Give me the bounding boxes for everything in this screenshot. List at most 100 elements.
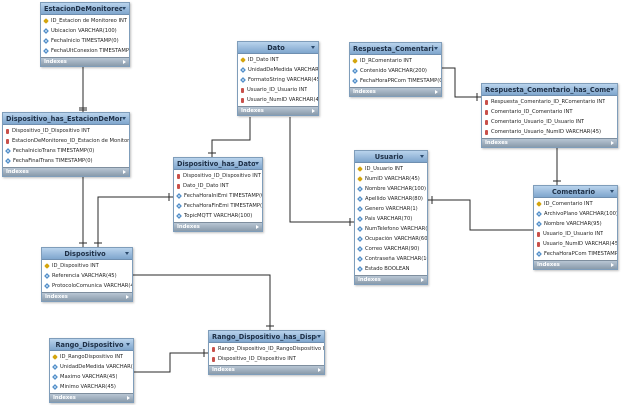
chevron-down-icon[interactable] <box>420 155 424 158</box>
column-icon <box>240 77 246 83</box>
table-respuesta-comentario-has-comentario[interactable]: Respuesta_Comentario_has_Comentario Resp… <box>481 83 618 148</box>
chevron-down-icon[interactable] <box>255 162 259 165</box>
indexes-footer[interactable]: Indexes <box>238 106 318 115</box>
table-comentario[interactable]: Comentario ID_Comentario INT ArchivoPlan… <box>533 185 618 270</box>
chevron-down-icon[interactable] <box>311 46 315 49</box>
table-title: Usuario <box>374 152 404 161</box>
column-row: Minimo VARCHAR(45) <box>50 382 133 392</box>
column-row: Referencia VARCHAR(45) <box>42 271 132 281</box>
link-rango-rango-has-dispositivo <box>134 352 208 373</box>
column-row: UnidadDeMedida VARCHAR(45) <box>238 65 318 75</box>
indexes-footer[interactable]: Indexes <box>174 222 262 231</box>
table-respuesta-comentario[interactable]: Respuesta_Comentario ID_RComentario INT … <box>349 42 442 97</box>
expand-arrow-icon[interactable] <box>123 170 126 174</box>
indexes-footer[interactable]: Indexes <box>209 365 324 374</box>
indexes-footer[interactable]: Indexes <box>534 260 617 269</box>
link-dato-dispositivo-has-dato <box>211 117 251 157</box>
column-icon <box>357 246 363 252</box>
chevron-down-icon[interactable] <box>122 7 126 10</box>
chevron-down-icon[interactable] <box>317 335 321 338</box>
column-row: Usuario_ID_Usuario INT <box>534 229 617 239</box>
table-title: Dispositivo_has_Dato <box>177 159 255 168</box>
expand-arrow-icon[interactable] <box>421 278 424 282</box>
chevron-down-icon[interactable] <box>434 47 438 50</box>
chevron-down-icon[interactable] <box>610 190 614 193</box>
expand-arrow-icon[interactable] <box>126 295 129 299</box>
column-row: Ocupación VARCHAR(60) <box>355 234 427 244</box>
column-icon <box>52 364 58 370</box>
expand-arrow-icon[interactable] <box>256 225 259 229</box>
column-row: FormatoString VARCHAR(45) <box>238 75 318 85</box>
chevron-down-icon[interactable] <box>125 252 129 255</box>
column-row: Dato_ID_Dato INT <box>174 181 262 191</box>
table-header[interactable]: EstacionDeMonitoreo <box>41 3 129 15</box>
indexes-footer[interactable]: Indexes <box>350 87 441 96</box>
column-icon <box>240 67 246 73</box>
table-title: Dispositivo_has_EstacionDeMonitoreo <box>6 114 122 123</box>
indexes-footer[interactable]: Indexes <box>482 138 617 147</box>
column-row: Correo VARCHAR(90) <box>355 244 427 254</box>
expand-arrow-icon[interactable] <box>127 396 130 400</box>
table-header[interactable]: Comentario <box>534 186 617 198</box>
column-row: ID_RangoDispositivo INT <box>50 352 133 362</box>
primary-key-icon <box>43 18 49 24</box>
column-row: Estado BOOLEAN <box>355 264 427 274</box>
table-estaciondemonitoreo[interactable]: EstacionDeMonitoreo ID_Estacion de Monit… <box>40 2 130 67</box>
expand-arrow-icon[interactable] <box>312 109 315 113</box>
table-header[interactable]: Rango_Dispositivo_has_Dispositivo <box>209 331 324 343</box>
column-icon <box>536 251 542 257</box>
indexes-footer[interactable]: Indexes <box>41 57 129 66</box>
indexes-footer[interactable]: Indexes <box>50 393 133 402</box>
indexes-footer[interactable]: Indexes <box>3 167 129 176</box>
foreign-key-icon <box>212 356 215 362</box>
table-header[interactable]: Usuario <box>355 151 427 163</box>
table-header[interactable]: Dispositivo_has_Dato <box>174 158 262 170</box>
column-row: ID_Dispositivo INT <box>42 261 132 271</box>
table-dispositivo-has-dato[interactable]: Dispositivo_has_Dato Dispositivo_ID_Disp… <box>173 157 263 232</box>
primary-key-icon <box>352 58 358 64</box>
table-rango-dispositivo-has-dispositivo[interactable]: Rango_Dispositivo_has_Dispositivo Rango_… <box>208 330 325 375</box>
table-header[interactable]: Dispositivo <box>42 248 132 260</box>
table-title: Rango_Dispositivo_has_Dispositivo <box>212 332 317 341</box>
column-row: FechaFinalTrans TIMESTAMP(0) <box>3 156 129 166</box>
expand-arrow-icon[interactable] <box>318 368 321 372</box>
foreign-key-icon <box>537 241 540 247</box>
table-header[interactable]: Rango_Dispositivo <box>50 339 133 351</box>
indexes-footer[interactable]: Indexes <box>42 292 132 301</box>
table-header[interactable]: Dispositivo_has_EstacionDeMonitoreo <box>3 113 129 125</box>
column-icon <box>43 28 49 34</box>
table-dispositivo-has-estaciondemonitoreo[interactable]: Dispositivo_has_EstacionDeMonitoreo Disp… <box>2 112 130 177</box>
column-row: Maximo VARCHAR(45) <box>50 372 133 382</box>
primary-key-icon <box>357 166 363 172</box>
chevron-down-icon[interactable] <box>122 117 126 120</box>
link-dispositivo-rango-has-dispositivo <box>133 274 271 330</box>
column-icon <box>357 236 363 242</box>
column-icon <box>43 38 49 44</box>
column-row: Respuesta_Comentario_ID_RComentario INT <box>482 97 617 107</box>
column-row: Usuario_ID_Usuario INT <box>238 85 318 95</box>
table-rango-dispositivo[interactable]: Rango_Dispositivo ID_RangoDispositivo IN… <box>49 338 134 403</box>
column-row: Dispositivo_ID_Dispositivo INT <box>209 354 324 364</box>
expand-arrow-icon[interactable] <box>123 60 126 64</box>
column-row: FechaHoraIniEmi TIMESTAMP(0) <box>174 191 262 201</box>
column-row: FechaHoraFinEmi TIMESTAMP(0) <box>174 201 262 211</box>
foreign-key-icon <box>6 128 9 134</box>
expand-arrow-icon[interactable] <box>611 263 614 267</box>
primary-key-icon <box>240 57 246 63</box>
table-header[interactable]: Respuesta_Comentario <box>350 43 441 55</box>
table-dato[interactable]: Dato ID_Dato INT UnidadDeMedida VARCHAR(… <box>237 41 319 116</box>
indexes-footer[interactable]: Indexes <box>355 275 427 284</box>
expand-arrow-icon[interactable] <box>435 90 438 94</box>
table-header[interactable]: Dato <box>238 42 318 54</box>
column-icon <box>536 221 542 227</box>
foreign-key-icon <box>241 97 244 103</box>
column-icon <box>5 158 11 164</box>
table-header[interactable]: Respuesta_Comentario_has_Comentario <box>482 84 617 96</box>
table-usuario[interactable]: Usuario ID_Usuario INT NumID VARCHAR(45)… <box>354 150 428 285</box>
chevron-down-icon[interactable] <box>610 88 614 91</box>
column-icon <box>176 193 182 199</box>
expand-arrow-icon[interactable] <box>611 141 614 145</box>
chevron-down-icon[interactable] <box>126 343 130 346</box>
table-dispositivo[interactable]: Dispositivo ID_Dispositivo INT Referenci… <box>41 247 133 302</box>
column-row: Comentario_Usuario_ID_Usuario INT <box>482 117 617 127</box>
